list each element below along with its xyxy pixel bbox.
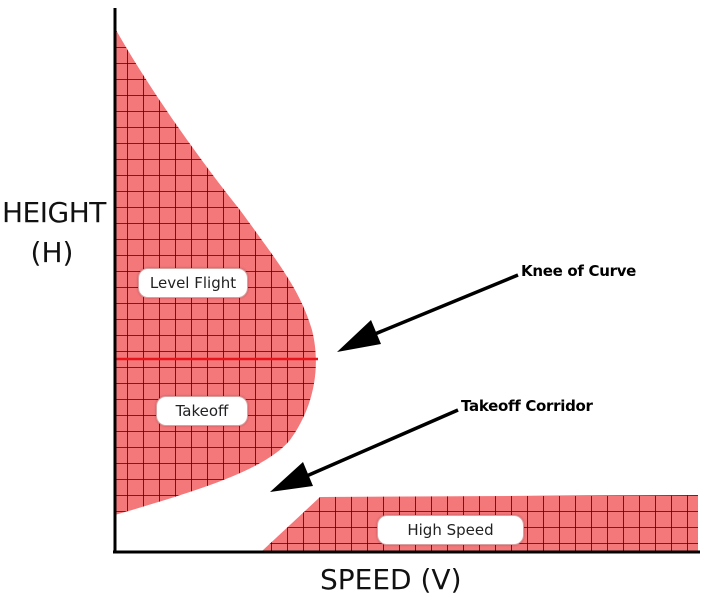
y-axis-title-line1: HEIGHT bbox=[2, 196, 106, 229]
high-speed-label: High Speed bbox=[377, 515, 524, 545]
takeoff-corridor-annotation: Takeoff Corridor bbox=[461, 397, 593, 415]
knee-arrow bbox=[337, 273, 519, 352]
knee-of-curve-annotation: Knee of Curve bbox=[521, 262, 637, 280]
level-flight-label: Level Flight bbox=[138, 268, 248, 298]
corridor-arrow bbox=[270, 408, 459, 492]
y-axis-title-line2: (H) bbox=[30, 236, 74, 269]
takeoff-label: Takeoff bbox=[156, 396, 248, 426]
x-axis-title: SPEED (V) bbox=[320, 563, 462, 596]
